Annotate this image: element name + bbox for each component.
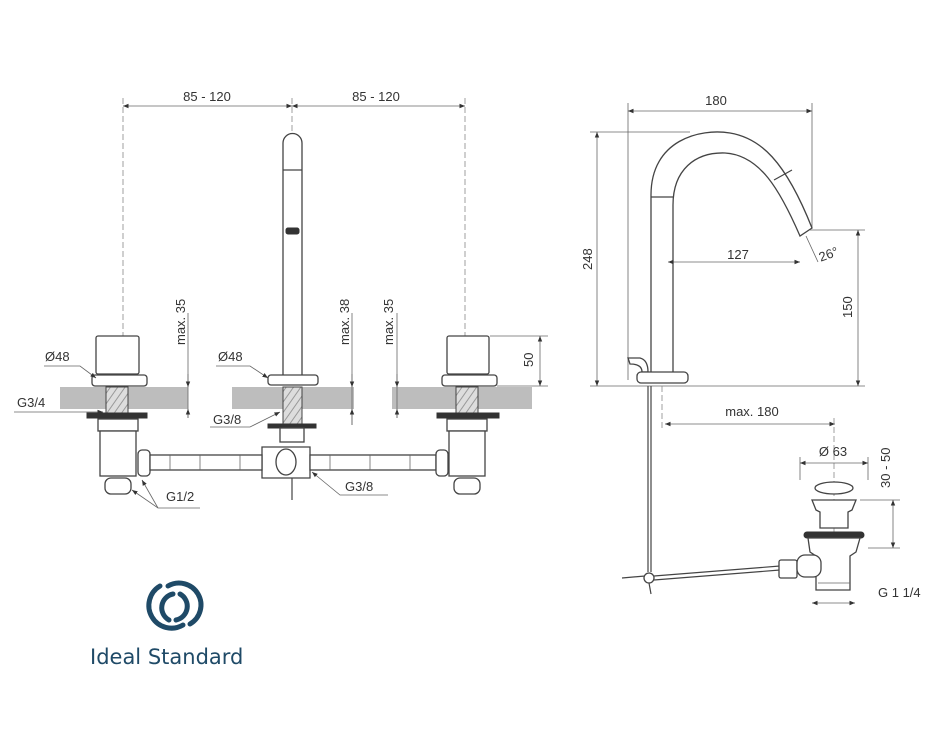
height-label: 248 [580, 248, 595, 270]
thread-spout-label: G3/8 [213, 412, 241, 427]
left-valve [86, 335, 148, 495]
pop-up-reach-label: max. 180 [725, 404, 778, 419]
brand-name: Ideal Standard [90, 645, 243, 669]
waste-diameter-label: Ø 63 [819, 444, 847, 459]
side-base [636, 371, 689, 384]
supply-hoses [137, 449, 449, 477]
logo-ring-left-icon [146, 583, 186, 631]
deck-center-label: max. 38 [337, 299, 352, 345]
deck-right-label: max. 35 [381, 299, 396, 345]
thread-supply-label: G1/2 [166, 489, 194, 504]
reach-label: 127 [727, 247, 749, 262]
side-view: 180 248 127 26° 150 max. 180 [580, 93, 921, 606]
spacing-left-label: 85 - 120 [183, 89, 231, 104]
side-spout [650, 131, 813, 374]
angle-label: 26° [817, 244, 841, 265]
handle-height-label: 50 [521, 353, 536, 367]
front-view: 85 - 120 85 - 120 [14, 89, 548, 509]
pop-up-knob [627, 357, 649, 373]
outlet-height-label: 150 [840, 296, 855, 318]
deck-left-label: max. 35 [173, 299, 188, 345]
spacing-right-label: 85 - 120 [352, 89, 400, 104]
ideal-standard-logo: Ideal Standard [90, 580, 243, 669]
thread-valve-label: G3/4 [17, 395, 45, 410]
projection-label: 180 [705, 93, 727, 108]
rosette-center-label: Ø48 [218, 349, 243, 364]
aerator [285, 227, 300, 235]
thread-connector-label: G3/8 [345, 479, 373, 494]
rosette-left-label: Ø48 [45, 349, 70, 364]
waste-adjust-label: 30 - 50 [878, 448, 893, 488]
spout [282, 132, 303, 379]
logo-ring-right-icon [165, 580, 204, 627]
right-valve [436, 335, 500, 495]
waste-plug [796, 457, 869, 591]
waste-thread-label: G 1 1/4 [878, 585, 921, 600]
